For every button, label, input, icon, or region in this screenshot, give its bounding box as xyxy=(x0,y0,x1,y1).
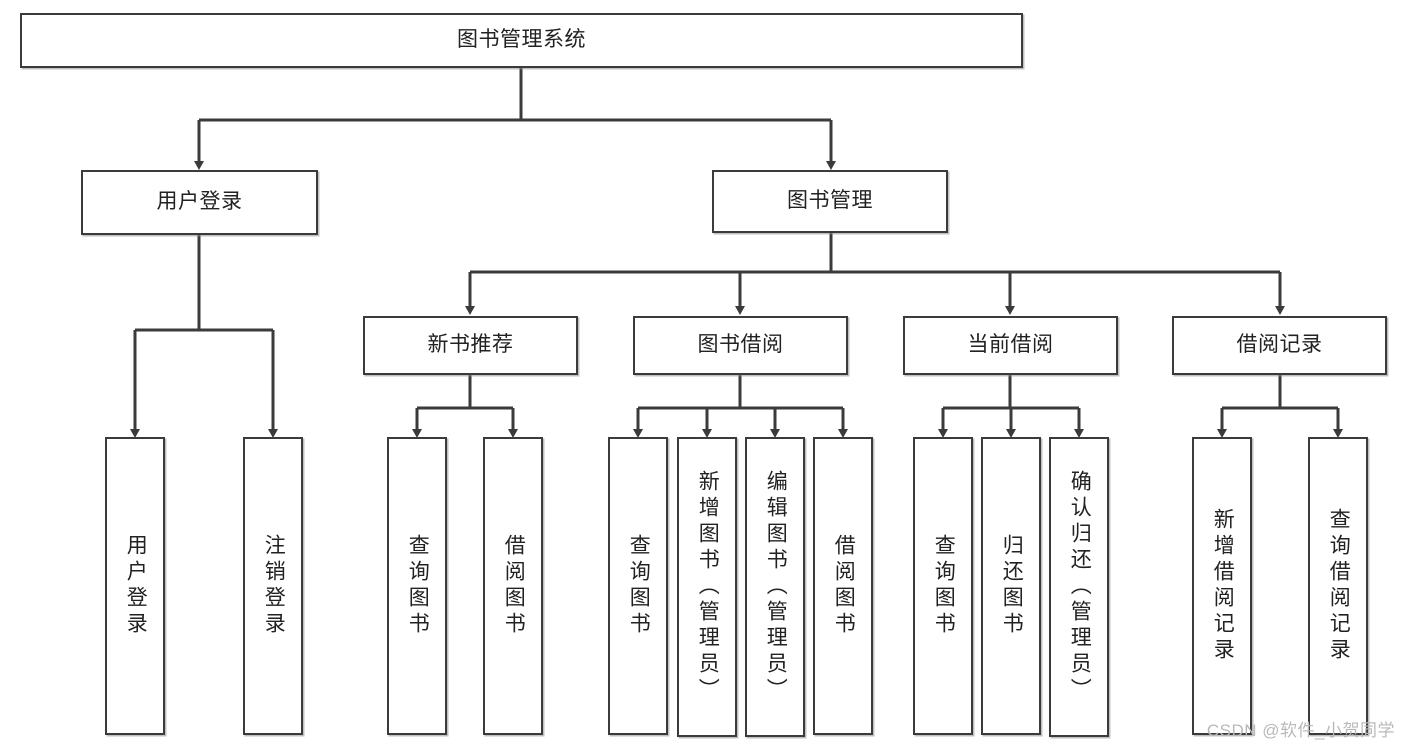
node-borrow-record-label: 借阅记录 xyxy=(1236,333,1323,357)
node-leaf-confirm-return-label: 确认归还（管理员） xyxy=(1068,470,1092,704)
node-leaf-user-login[interactable]: 用户登录 xyxy=(105,437,165,735)
node-book-manage-label: 图书管理 xyxy=(787,189,873,213)
node-book-manage[interactable]: 图书管理 xyxy=(712,170,948,233)
node-borrow-record[interactable]: 借阅记录 xyxy=(1172,316,1387,375)
node-leaf-return-book[interactable]: 归还图书 xyxy=(981,437,1041,735)
node-leaf-return-book-label: 归还图书 xyxy=(1000,534,1024,638)
node-user-login[interactable]: 用户登录 xyxy=(81,170,318,235)
node-leaf-query-book-2-label: 查询图书 xyxy=(627,534,651,638)
node-leaf-edit-book-label: 编辑图书（管理员） xyxy=(764,470,788,704)
node-new-book-recommend-label: 新书推荐 xyxy=(427,333,514,357)
node-leaf-query-book-1-label: 查询图书 xyxy=(406,534,430,638)
node-leaf-confirm-return[interactable]: 确认归还（管理员） xyxy=(1049,437,1109,737)
node-leaf-add-book[interactable]: 新增图书（管理员） xyxy=(677,437,737,737)
node-leaf-add-record-label: 新增借阅记录 xyxy=(1211,508,1235,664)
node-book-borrow[interactable]: 图书借阅 xyxy=(633,316,848,375)
node-leaf-logout[interactable]: 注销登录 xyxy=(243,437,303,735)
node-user-login-label: 用户登录 xyxy=(156,190,243,214)
node-leaf-query-book-3[interactable]: 查询图书 xyxy=(913,437,973,735)
node-leaf-add-book-label: 新增图书（管理员） xyxy=(696,470,720,704)
node-book-borrow-label: 图书借阅 xyxy=(697,333,784,357)
node-current-borrow-label: 当前借阅 xyxy=(967,333,1054,357)
node-leaf-user-login-label: 用户登录 xyxy=(124,534,148,638)
node-leaf-logout-label: 注销登录 xyxy=(262,534,286,638)
node-leaf-query-record-label: 查询借阅记录 xyxy=(1327,508,1351,664)
node-leaf-query-book-1[interactable]: 查询图书 xyxy=(387,437,447,735)
node-root[interactable]: 图书管理系统 xyxy=(20,13,1023,68)
node-current-borrow[interactable]: 当前借阅 xyxy=(903,316,1118,375)
node-leaf-borrow-book-1-label: 借阅图书 xyxy=(502,534,526,638)
node-leaf-add-record[interactable]: 新增借阅记录 xyxy=(1192,437,1252,735)
node-leaf-borrow-book-2-label: 借阅图书 xyxy=(832,534,856,638)
node-leaf-query-book-2[interactable]: 查询图书 xyxy=(608,437,668,735)
node-leaf-query-record[interactable]: 查询借阅记录 xyxy=(1308,437,1368,735)
node-leaf-borrow-book-2[interactable]: 借阅图书 xyxy=(813,437,873,735)
node-leaf-borrow-book-1[interactable]: 借阅图书 xyxy=(483,437,543,735)
node-new-book-recommend[interactable]: 新书推荐 xyxy=(363,316,578,375)
node-leaf-query-book-3-label: 查询图书 xyxy=(932,534,956,638)
node-root-label: 图书管理系统 xyxy=(457,28,586,52)
node-leaf-edit-book[interactable]: 编辑图书（管理员） xyxy=(745,437,805,737)
csdn-watermark: CSDN @软件_小贺同学 xyxy=(1206,721,1395,740)
